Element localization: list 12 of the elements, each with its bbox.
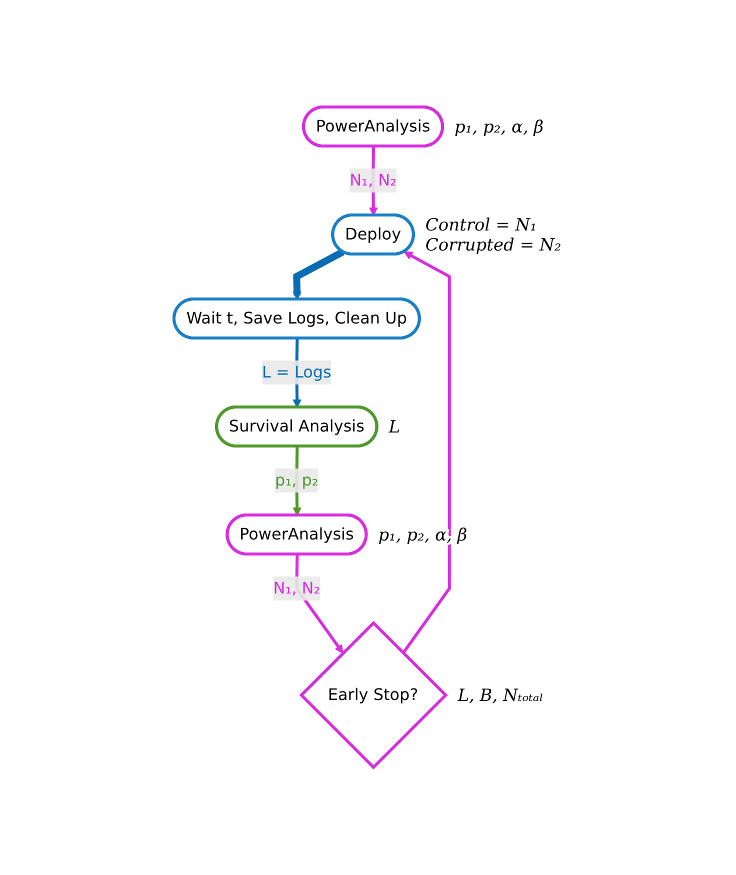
decision-diamond: Early Stop? [300,621,448,770]
process-box: PowerAnalysis [302,106,444,148]
arrow [402,252,452,654]
process-box: Wait t, Save Logs, Clean Up [172,298,422,340]
node-annotation: L, B, Nₜₒₜₐₗ [458,686,544,706]
node-annotation: p₁, p₂, α, β [454,118,544,138]
process-box: PowerAnalysis [226,514,368,556]
process-box: Deploy [332,214,416,256]
node-annotation: Control = N₁ Corrupted = N₂ [426,216,562,256]
process-box: Survival Analysis [215,406,379,448]
node-annotation: L [389,418,400,438]
arrow [293,249,345,300]
